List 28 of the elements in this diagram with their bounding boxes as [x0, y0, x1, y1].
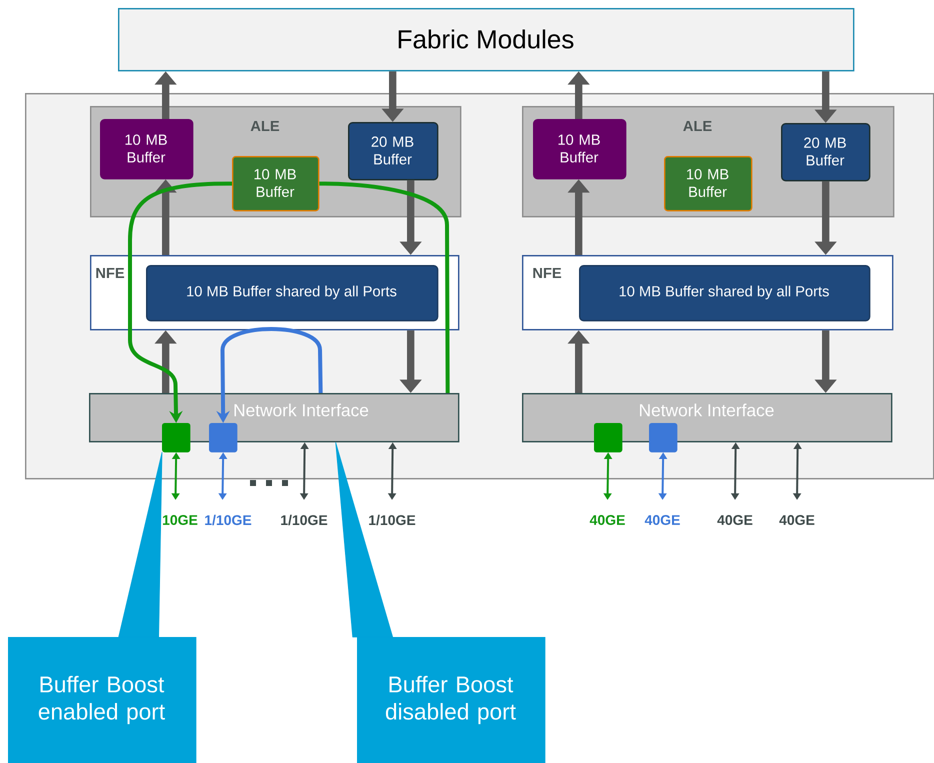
connector-line: [319, 182, 450, 394]
buffer-box: 20 MB Buffer: [348, 122, 438, 180]
port-label: 40GE: [717, 515, 752, 525]
callout-pointer: [335, 442, 393, 638]
buffer-box: 10 MB Buffer: [100, 119, 194, 180]
port-square: [594, 423, 622, 452]
callout-box: Buffer Boost disabled port: [357, 637, 546, 763]
port-square: [162, 423, 190, 452]
port-label: 1/10GE: [369, 514, 416, 526]
buffer-box: 10 MB Buffer: [664, 156, 752, 212]
shared-buffer-box: 10 MB Buffer shared by all Ports: [146, 265, 438, 322]
port-label: 40GE: [644, 515, 680, 525]
buffer-box: 10 MB Buffer: [533, 119, 626, 180]
network-interface-box: Network Interface: [89, 393, 460, 442]
port-label: 40GE: [590, 515, 625, 525]
port-label: 1/10GE: [205, 514, 252, 526]
fabric-box: Fabric Modules: [118, 8, 854, 72]
callout-pointer: [118, 452, 162, 638]
port-square: [649, 423, 678, 452]
callout-box: Buffer Boost enabled port: [8, 637, 196, 763]
port-label: 40GE: [779, 515, 814, 525]
port-label: 10GE: [162, 515, 198, 525]
buffer-box: 20 MB Buffer: [781, 123, 870, 182]
buffer-box: 10 MB Buffer: [232, 156, 320, 212]
port-label: 1/10GE: [281, 514, 328, 526]
network-interface-box: Network Interface: [522, 393, 892, 442]
shared-buffer-box: 10 MB Buffer shared by all Ports: [579, 265, 870, 322]
port-square: [209, 423, 238, 452]
